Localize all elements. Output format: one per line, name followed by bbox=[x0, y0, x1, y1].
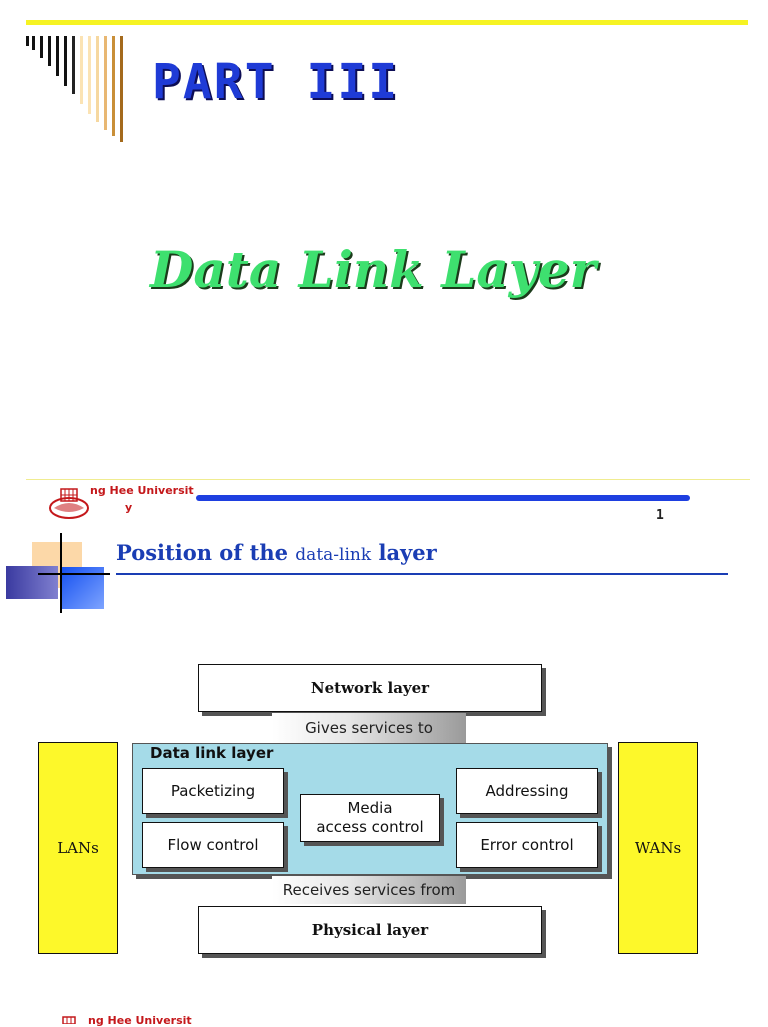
gives-services-label: Gives services to bbox=[305, 719, 433, 737]
error-control-label: Error control bbox=[480, 836, 574, 854]
university-seal-icon-bottom bbox=[62, 1016, 76, 1024]
section-title-part2: data-link bbox=[295, 545, 372, 565]
addressing-box: Addressing bbox=[456, 768, 598, 814]
section-title-part3: layer bbox=[371, 540, 437, 565]
media-access-label-line1: Media bbox=[347, 799, 393, 817]
page-number: 1 bbox=[656, 508, 664, 523]
decorative-bars bbox=[0, 0, 130, 145]
slide-subtitle: Data Link Layer bbox=[150, 240, 596, 299]
flow-control-box: Flow control bbox=[142, 822, 284, 868]
top-yellow-rule bbox=[26, 20, 748, 25]
network-layer-box: Network layer bbox=[198, 664, 542, 712]
data-link-layer-label: Data link layer bbox=[150, 744, 274, 762]
decorative-square-navy bbox=[6, 566, 58, 599]
section-title-underline bbox=[116, 573, 728, 575]
section-title-part1: Position of the bbox=[116, 540, 296, 565]
receives-services-bar: Receives services from bbox=[272, 876, 466, 904]
gives-services-bar: Gives services to bbox=[272, 713, 466, 743]
packetizing-label: Packetizing bbox=[170, 782, 256, 800]
addressing-label: Addressing bbox=[485, 782, 569, 800]
physical-layer-label: Physical layer bbox=[311, 921, 429, 939]
network-layer-label: Network layer bbox=[310, 679, 430, 697]
university-seal-icon bbox=[49, 488, 89, 519]
university-name-bottom: ng Hee Universit bbox=[88, 1014, 192, 1027]
flow-control-label: Flow control bbox=[167, 836, 259, 854]
lans-box: LANs bbox=[38, 742, 118, 954]
footer-divider bbox=[26, 479, 750, 480]
media-access-control-box: Media access control bbox=[300, 794, 440, 842]
part-title: PART III bbox=[152, 54, 400, 110]
university-name-wrap: y bbox=[125, 501, 133, 514]
error-control-box: Error control bbox=[456, 822, 598, 868]
section-title: Position of the data-link layer bbox=[116, 540, 437, 565]
media-access-label-line2: access control bbox=[316, 818, 424, 836]
university-name: ng Hee Universit bbox=[90, 484, 194, 497]
lans-label: LANs bbox=[57, 839, 99, 857]
wans-label: WANs bbox=[634, 839, 682, 857]
packetizing-box: Packetizing bbox=[142, 768, 284, 814]
physical-layer-box: Physical layer bbox=[198, 906, 542, 954]
receives-services-label: Receives services from bbox=[282, 881, 456, 899]
decorative-crosshair-horizontal bbox=[38, 573, 110, 575]
footer-blue-rule bbox=[196, 495, 690, 501]
wans-box: WANs bbox=[618, 742, 698, 954]
